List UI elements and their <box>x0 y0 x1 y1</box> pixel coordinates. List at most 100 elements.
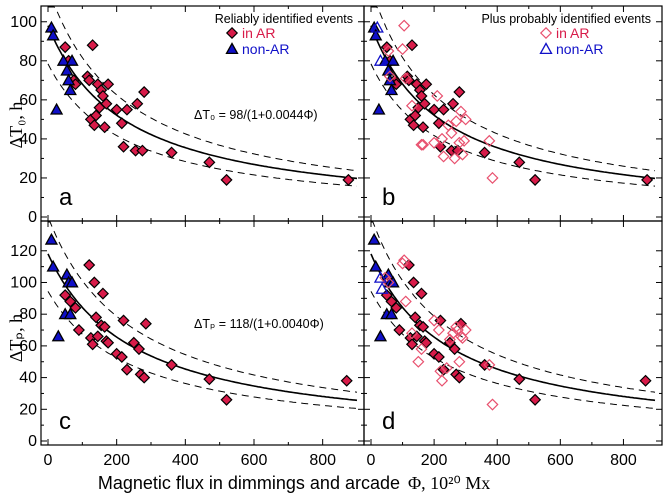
point-in-ar-probable <box>437 150 450 163</box>
point-in-ar <box>417 320 430 333</box>
y-tick-label: 100 <box>10 14 37 31</box>
point-in-ar <box>138 85 151 99</box>
fit-band-curve <box>48 221 358 393</box>
y-tick-label: 80 <box>19 53 37 70</box>
point-in-ar-probable <box>453 136 466 149</box>
x-tick-label: 800 <box>309 452 336 469</box>
point-in-ar-probable <box>486 171 499 185</box>
point-in-ar <box>100 97 113 110</box>
point-non-ar-probable <box>375 281 389 294</box>
xlabel: Magnetic flux in dimmings and arcade <box>98 473 400 493</box>
panel-frame-c <box>40 220 365 446</box>
point-in-ar <box>102 336 115 349</box>
point-non-ar <box>369 28 383 41</box>
point-in-ar <box>115 117 128 130</box>
fit-curve <box>370 253 656 402</box>
point-in-ar <box>409 109 422 122</box>
fit-band-curve <box>48 6 358 172</box>
y-tick-label: 120 <box>10 243 37 260</box>
y-tick-label: 40 <box>19 131 37 148</box>
point-in-ar <box>641 173 654 186</box>
x-tick-label: 0 <box>44 452 53 469</box>
point-in-ar <box>127 336 140 349</box>
point-in-ar <box>69 301 82 314</box>
fit-band-curve <box>370 291 656 409</box>
point-in-ar <box>98 121 111 134</box>
legend-label: in AR <box>242 25 275 41</box>
point-in-ar <box>434 314 447 327</box>
point-in-ar <box>428 103 441 116</box>
point-in-ar-probable <box>396 257 409 270</box>
point-in-ar <box>110 103 123 116</box>
point-in-ar <box>165 358 178 371</box>
y-tick-label: 0 <box>28 433 37 450</box>
ylabel-bottom: ΔTₚ, h <box>6 314 26 362</box>
y-tick-label: 20 <box>19 170 37 187</box>
point-in-ar <box>453 85 466 99</box>
fit-band-curve <box>371 6 656 172</box>
point-in-ar <box>83 258 96 272</box>
point-in-ar <box>139 317 152 330</box>
point-non-ar <box>386 53 400 66</box>
panel-frame-d <box>363 220 663 446</box>
legend-label: in AR <box>556 25 589 41</box>
point-in-ar <box>90 109 103 122</box>
legend-label: non-AR <box>242 41 289 57</box>
point-in-ar-probable <box>440 362 453 375</box>
point-in-ar <box>86 39 99 52</box>
legend-title: Reliably identified events <box>215 12 353 26</box>
x-tick-label: 200 <box>103 452 130 469</box>
point-in-ar <box>410 330 423 343</box>
point-in-ar <box>165 146 178 159</box>
point-in-ar-probable <box>451 323 464 337</box>
point-in-ar <box>117 140 130 153</box>
fit-band-curve <box>47 63 358 187</box>
point-in-ar <box>340 374 353 387</box>
panel-label-b: b <box>382 184 395 211</box>
point-in-ar <box>120 363 134 376</box>
panel-label-a: a <box>59 184 73 211</box>
point-non-ar-probable <box>370 20 384 33</box>
y-tick-label: 0 <box>28 209 37 226</box>
point-in-ar <box>64 295 77 308</box>
point-in-ar <box>131 97 144 110</box>
point-in-ar-probable <box>415 138 428 151</box>
point-in-ar <box>88 276 101 289</box>
point-in-ar-probable <box>431 89 444 103</box>
point-in-ar <box>409 311 422 324</box>
legend-marker-non-ar <box>225 42 239 55</box>
point-in-ar-probable <box>396 43 409 56</box>
panel-frame-b <box>363 5 663 222</box>
x-tick-label: 0 <box>367 452 376 469</box>
point-in-ar <box>72 323 85 337</box>
point-in-ar <box>529 173 542 186</box>
fit-band-curve <box>371 221 656 393</box>
point-in-ar <box>513 373 526 386</box>
point-non-ar <box>44 20 59 33</box>
point-non-ar <box>383 73 397 86</box>
point-in-ar-probable <box>399 295 412 308</box>
point-non-ar <box>367 232 381 245</box>
x-tick-label: 600 <box>241 452 268 469</box>
point-in-ar <box>407 276 420 289</box>
point-in-ar <box>432 350 445 364</box>
point-in-ar-probable <box>453 355 466 368</box>
point-in-ar-probable <box>399 72 412 85</box>
y-tick-label: 60 <box>19 338 37 355</box>
point-in-ar-probable <box>458 134 471 147</box>
point-in-ar <box>120 103 134 116</box>
point-in-ar <box>407 119 420 132</box>
point-in-ar-probable <box>379 271 392 284</box>
point-in-ar-probable <box>456 331 469 345</box>
point-in-ar-probable <box>383 70 396 83</box>
point-in-ar <box>59 41 72 54</box>
x-tick-label: 600 <box>547 452 574 469</box>
point-in-ar-probable <box>435 374 449 387</box>
point-in-ar <box>417 121 430 134</box>
point-non-ar <box>63 83 77 96</box>
point-non-ar <box>61 73 76 86</box>
